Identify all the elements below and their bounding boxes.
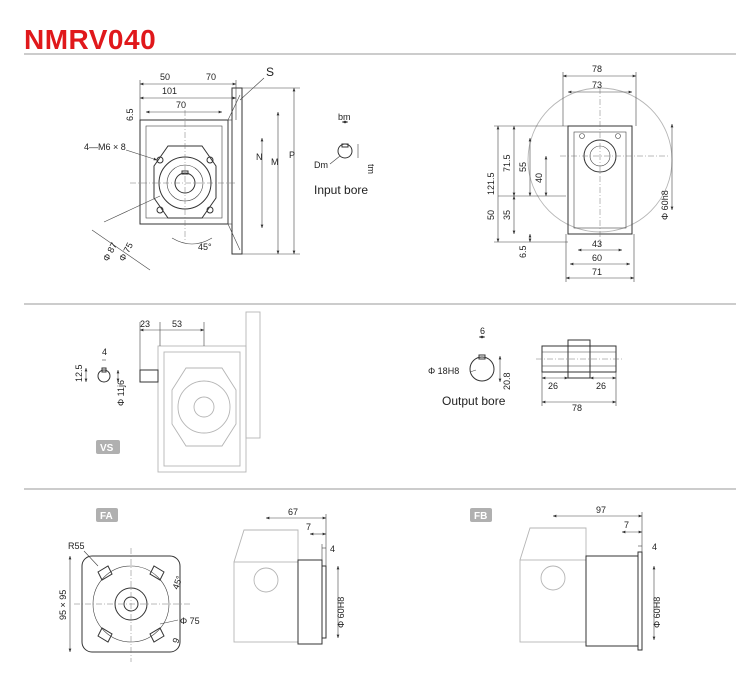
dim-26-right: 26 (596, 381, 606, 391)
dim-67: 67 (288, 507, 298, 517)
dim-95x95: 95 × 95 (58, 590, 68, 620)
vs-housing (157, 345, 247, 473)
dim-20-8: 20.8 (502, 372, 512, 390)
dim-45-deg-fa: 45° (170, 574, 184, 591)
vs-key-detail (97, 369, 111, 383)
dim-n: N (256, 152, 263, 162)
front-view: 50 70 101 70 6.5 S N M P 4—M6 × 8 Φ 75 Φ… (84, 65, 300, 271)
mount-hole-br (206, 206, 214, 214)
dim-6-5: 6.5 (125, 108, 135, 121)
dim-71-5: 71.5 (502, 154, 512, 172)
dim-p: P (289, 150, 295, 160)
dim-phi-87: Φ 87 (101, 241, 119, 263)
dim-7-fb: 7 (624, 520, 629, 530)
motor-flange (231, 87, 243, 255)
dim-53: 53 (172, 319, 182, 329)
mount-hole-tr (206, 156, 214, 164)
dim-50: 50 (160, 72, 170, 82)
vs-flange (245, 311, 261, 439)
dim-r55: R55 (68, 541, 85, 551)
vs-tag (96, 440, 120, 454)
dim-phi-75: Φ 75 (117, 241, 135, 263)
dim-dm: Dm (314, 160, 328, 170)
dim-55: 55 (518, 162, 528, 172)
fa-tag-label: FA (100, 511, 113, 522)
dim-50-side: 50 (486, 210, 496, 220)
fa-tag (96, 508, 118, 522)
dim-78-shaft: 78 (572, 403, 582, 413)
dim-phi-60h8-side: Φ 60h8 (660, 190, 670, 220)
fa-housing (233, 561, 299, 643)
output-bore-circle (469, 356, 495, 382)
vs-tag-label: VS (100, 443, 114, 454)
model-title: NMRV040 (24, 24, 156, 55)
fb-tag (470, 508, 492, 522)
thread-callout: 4—M6 × 8 (84, 142, 126, 152)
dim-97: 97 (596, 505, 606, 515)
fa-view: FA R55 95 × 95 45° Φ 75 9 67 7 4 Φ (58, 507, 346, 662)
output-bore-label: Output bore (442, 394, 506, 408)
fb-housing (519, 559, 587, 643)
input-bore-circle (337, 143, 353, 159)
dim-71: 71 (592, 267, 602, 277)
dim-phi-60h8-fa: Φ 60H8 (336, 597, 346, 628)
gearbox-housing-front (139, 119, 229, 225)
dim-key-6: 6 (480, 326, 485, 336)
mount-hole-bl (156, 206, 164, 214)
dim-78: 78 (592, 64, 602, 74)
dim-121-5: 121.5 (486, 172, 496, 195)
fb-tag-label: FB (474, 511, 487, 522)
dim-101: 101 (162, 86, 177, 96)
dim-9: 9 (170, 637, 181, 645)
dim-60: 60 (592, 253, 602, 263)
dim-vs-4: 4 (102, 347, 107, 357)
output-bore-detail: 6 Φ 18H8 20.8 Output bore 26 26 78 (428, 326, 622, 413)
dim-tm: tm (366, 164, 376, 174)
dim-bm: bm (338, 112, 351, 122)
dim-40: 40 (534, 173, 544, 183)
fa-output-flange (297, 559, 323, 645)
dim-phi-75-fa: Φ 75 (180, 616, 200, 626)
side-view: 78 73 121.5 71.5 55 40 50 35 6.5 43 60 7… (486, 64, 674, 282)
dim-45-deg: 45° (198, 242, 212, 252)
dim-70-top: 70 (206, 72, 216, 82)
dim-43: 43 (592, 239, 602, 249)
dim-73: 73 (592, 80, 602, 90)
output-cover (153, 145, 217, 219)
dim-s: S (266, 65, 274, 79)
dim-6-5-side: 6.5 (518, 245, 528, 258)
fb-output-flange (585, 555, 639, 647)
dim-23: 23 (140, 319, 150, 329)
dim-phi-18h8: Φ 18H8 (428, 366, 459, 376)
dim-phi-60h8-fb: Φ 60H8 (652, 597, 662, 628)
dim-phi-11j6: Φ 11j6 (116, 380, 126, 406)
input-bore-label: Input bore (314, 183, 368, 197)
vs-view: VS 23 53 4 12.5 Φ 11j6 (74, 311, 261, 473)
dim-4-fb: 4 (652, 542, 657, 552)
dim-12-5: 12.5 (74, 364, 84, 382)
dim-4-fa: 4 (330, 544, 335, 554)
dim-70-mid: 70 (176, 100, 186, 110)
dim-26-left: 26 (548, 381, 558, 391)
vs-input-shaft (139, 369, 159, 383)
dim-7-fa: 7 (306, 522, 311, 532)
fb-view: FB 97 7 4 Φ 60H8 (470, 505, 662, 651)
dim-m: M (271, 157, 279, 167)
input-bore-detail: bm Dm tm Input bore (314, 112, 376, 197)
dim-35: 35 (502, 210, 512, 220)
